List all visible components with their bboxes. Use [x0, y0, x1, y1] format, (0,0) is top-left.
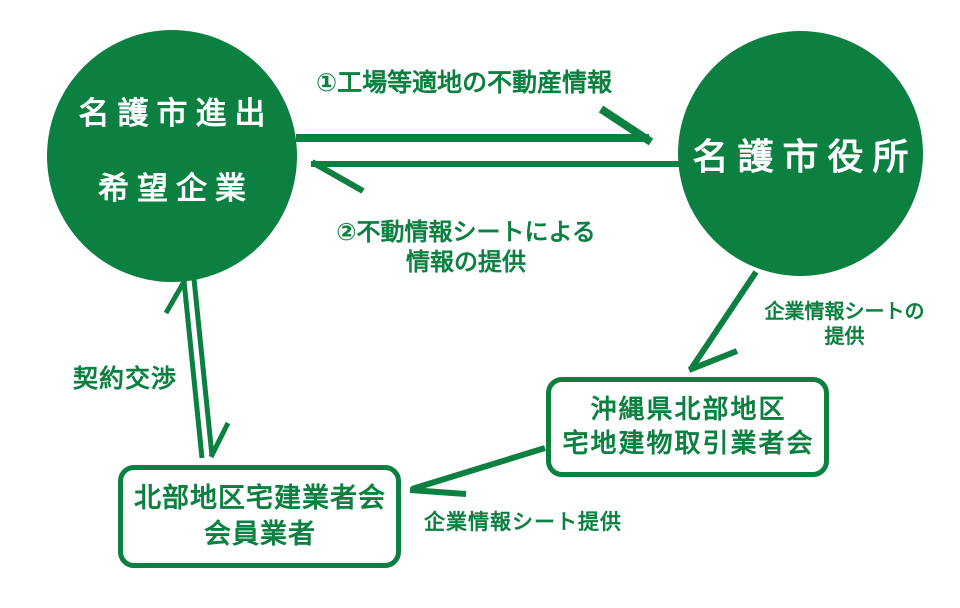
node-label-line1: 沖縄県北部地区	[590, 395, 787, 425]
arrow-right-icon	[296, 105, 654, 146]
label-company-sheet-provision-line2: 提供	[824, 324, 865, 348]
label-contract-negotiation: 契約交渉	[73, 364, 178, 393]
arrow-left-icon	[310, 159, 679, 194]
node-city-hall-circle: 名護市役所	[678, 31, 923, 276]
label-company-sheet-provision: 企業情報シートの 提供	[752, 299, 937, 349]
node-realtors-association-box: 沖縄県北部地区 宅地建物取引業者会	[546, 377, 829, 477]
arrow-left-sheet-icon	[409, 445, 546, 497]
node-label-line2: 希望企業	[98, 171, 254, 207]
label-info-sheet-provision: ②不動情報シートによる 情報の提供	[326, 217, 606, 277]
label-company-sheet-to-members: 企業情報シート提供	[424, 510, 622, 534]
node-label-line2: 会員業者	[204, 518, 316, 550]
node-label-line1: 北部地区宅建業者会	[134, 482, 386, 514]
node-label: 名護市進出 希望企業	[79, 88, 266, 208]
label-info-sheet-provision-line2: 情報の提供	[406, 248, 526, 276]
node-label-line2: 宅地建物取引業者会	[562, 429, 815, 459]
node-label: 名護市役所	[692, 136, 918, 178]
label-company-sheet-provision-line1: 企業情報シートの	[764, 299, 925, 323]
label-info-sheet-provision-line1: ②不動情報シートによる	[336, 218, 596, 246]
label-factory-site-info: ①工場等適地の不動産情報	[316, 68, 613, 97]
arrow-double-vertical-icon	[163, 278, 231, 459]
node-prospective-companies-circle: 名護市進出 希望企業	[47, 30, 297, 282]
node-label-line1: 名護市進出	[78, 96, 274, 132]
node-member-agents-box: 北部地区宅建業者会 会員業者	[118, 465, 401, 568]
arrow-down-left-icon	[687, 270, 759, 373]
